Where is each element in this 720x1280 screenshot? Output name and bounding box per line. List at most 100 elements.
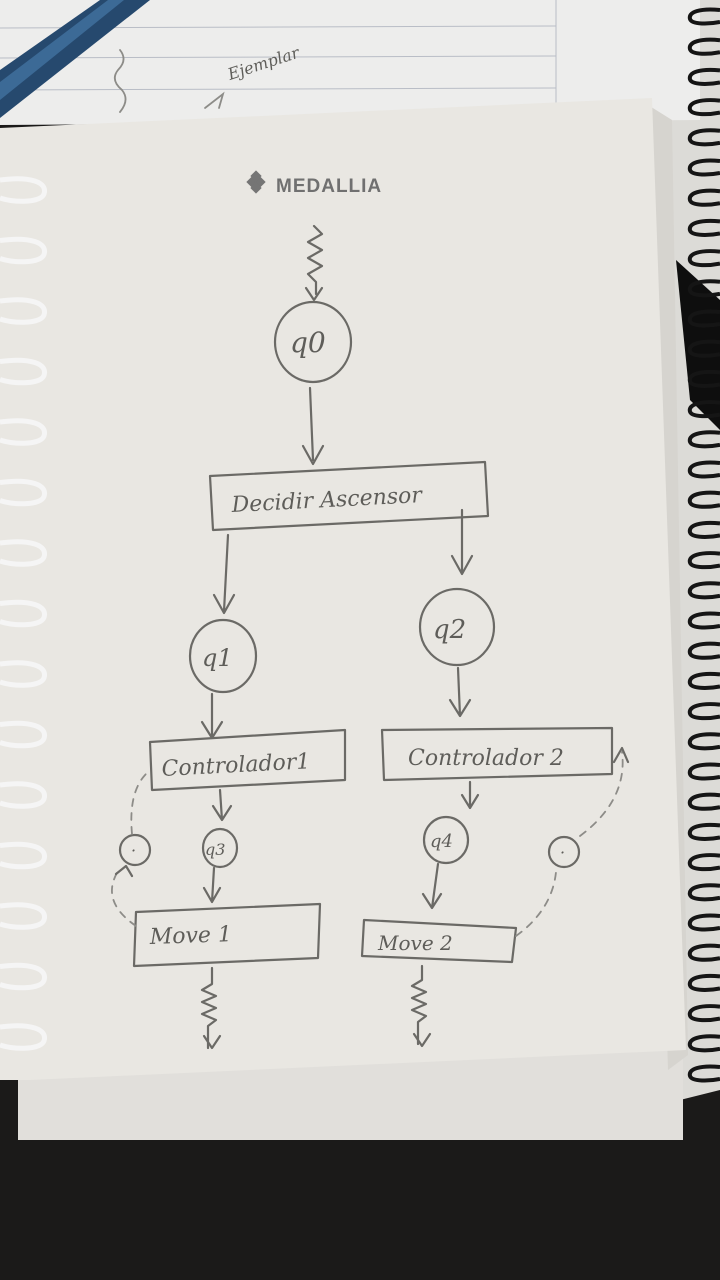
arrow-decidir-q1 — [212, 533, 236, 615]
initial-spring — [306, 224, 324, 296]
feedback-move2-loop2 — [515, 871, 557, 937]
spiral-ring — [0, 357, 47, 386]
dark-spiral-ring — [687, 249, 720, 268]
state-q4-label: q4 — [430, 831, 453, 852]
dark-spiral-ring — [687, 883, 720, 902]
state-q3-label: q3 — [205, 840, 225, 859]
dark-spiral-ring — [687, 158, 720, 177]
state-q0-label: q0 — [290, 326, 326, 359]
feedback-arrowhead-ctrl2 — [612, 746, 630, 764]
spiral-ring — [0, 297, 47, 325]
dark-spiral-ring — [687, 913, 720, 932]
dark-spiral-ring — [687, 188, 720, 207]
loop-state-2-label: · — [560, 843, 565, 862]
arrow-q2-ctrl2 — [448, 666, 472, 718]
white-spiral-binding — [0, 176, 47, 1051]
dark-spiral-ring — [687, 1064, 720, 1083]
state-q4 — [422, 815, 470, 865]
dark-spiral-ring — [687, 551, 720, 570]
loop-state-1-label: · — [131, 841, 136, 860]
state-q0 — [273, 300, 353, 384]
loop-state-1 — [118, 833, 152, 867]
dark-spiral-ring — [687, 430, 720, 449]
dark-spiral-ring — [687, 1004, 720, 1023]
diamond-cluster-icon — [246, 170, 266, 194]
dark-spiral-ring — [687, 460, 720, 479]
state-q2 — [418, 587, 496, 667]
arrow-ctrl2-q4 — [460, 780, 480, 810]
spiral-ring — [0, 781, 47, 809]
spiral-ring — [0, 478, 47, 507]
state-q1 — [188, 618, 258, 694]
exit-spring-2 — [410, 964, 428, 1046]
dark-spiral-ring — [687, 309, 720, 328]
spiral-ring — [0, 1023, 47, 1051]
feedback-loop2-ctrl2 — [579, 751, 624, 837]
arrow-q4-move2 — [421, 862, 443, 910]
spiral-ring — [0, 962, 47, 991]
dark-spiral-ring — [687, 1034, 720, 1053]
arrow-decidir-q2 — [450, 508, 474, 576]
spiral-ring — [0, 660, 47, 688]
dark-spiral-ring — [687, 611, 720, 630]
dark-spiral-ring — [687, 973, 720, 992]
dark-spiral-ring — [687, 369, 720, 388]
dark-spiral-ring — [687, 98, 720, 117]
dark-spiral-ring — [687, 128, 720, 147]
dark-spiral-ring — [687, 67, 720, 86]
dark-spiral-ring — [687, 732, 720, 751]
dark-spiral-ring — [687, 520, 720, 539]
loop-state-2 — [547, 835, 581, 869]
dark-spiral-ring — [687, 822, 720, 841]
spiral-ring — [0, 539, 47, 567]
box-ctrl2-label: Controlador 2 — [408, 746, 564, 771]
spiral-ring — [0, 841, 47, 870]
box-controlador-2 — [380, 726, 614, 782]
arrow-ctrl1-q3 — [211, 788, 233, 822]
dark-spiral-ring — [687, 339, 720, 358]
feedback-loop1-ctrl1 — [130, 771, 149, 835]
feedback-arrowhead-loop1 — [114, 864, 134, 878]
box-controlador-1 — [148, 728, 347, 792]
dark-spiral-ring — [687, 490, 720, 509]
dark-spiral-ring — [687, 37, 720, 56]
initial-arrowhead — [304, 286, 324, 302]
spiral-ring — [0, 418, 47, 446]
spiral-ring — [0, 176, 47, 204]
spiral-ring — [0, 720, 47, 749]
dark-spiral-ring — [687, 792, 720, 811]
arrow-q0-decidir — [301, 386, 325, 466]
dark-spiral-ring — [687, 7, 720, 26]
blue-pen — [0, 0, 150, 118]
dark-spiral-ring — [687, 853, 720, 872]
box-move1-label: Move 1 — [148, 922, 232, 950]
dark-spiral-ring — [687, 218, 720, 237]
spiral-ring — [0, 599, 47, 628]
notebook-page — [0, 98, 686, 1080]
dark-spiral-ring — [687, 702, 720, 721]
state-q1-label: q1 — [202, 644, 233, 672]
box-move2-label: Move 2 — [377, 931, 453, 955]
spiral-ring — [0, 902, 47, 930]
exit-arrowhead-1 — [202, 1034, 222, 1050]
arrow-q3-move1 — [202, 866, 222, 904]
state-q3 — [201, 827, 239, 869]
box-decidir-ascensor — [208, 460, 490, 532]
exit-arrowhead-2 — [412, 1032, 432, 1048]
dark-spiral-ring — [687, 581, 720, 600]
dark-spiral-ring — [687, 671, 720, 690]
box-move-1 — [132, 902, 322, 968]
exit-spring-1 — [200, 966, 218, 1050]
box-move-2 — [360, 918, 518, 964]
dark-spiral-ring — [687, 943, 720, 962]
spiral-ring — [0, 236, 47, 265]
logo-text: MEDALLIA — [276, 176, 382, 197]
dark-spiral-binding — [687, 7, 720, 1083]
dark-spiral-ring — [687, 400, 720, 419]
state-q2-label: q2 — [433, 615, 466, 645]
dark-spiral-ring — [687, 279, 720, 298]
medallia-logo: MEDALLIA — [246, 170, 382, 197]
dark-spiral-ring — [687, 641, 720, 660]
dark-spiral-ring — [687, 762, 720, 781]
